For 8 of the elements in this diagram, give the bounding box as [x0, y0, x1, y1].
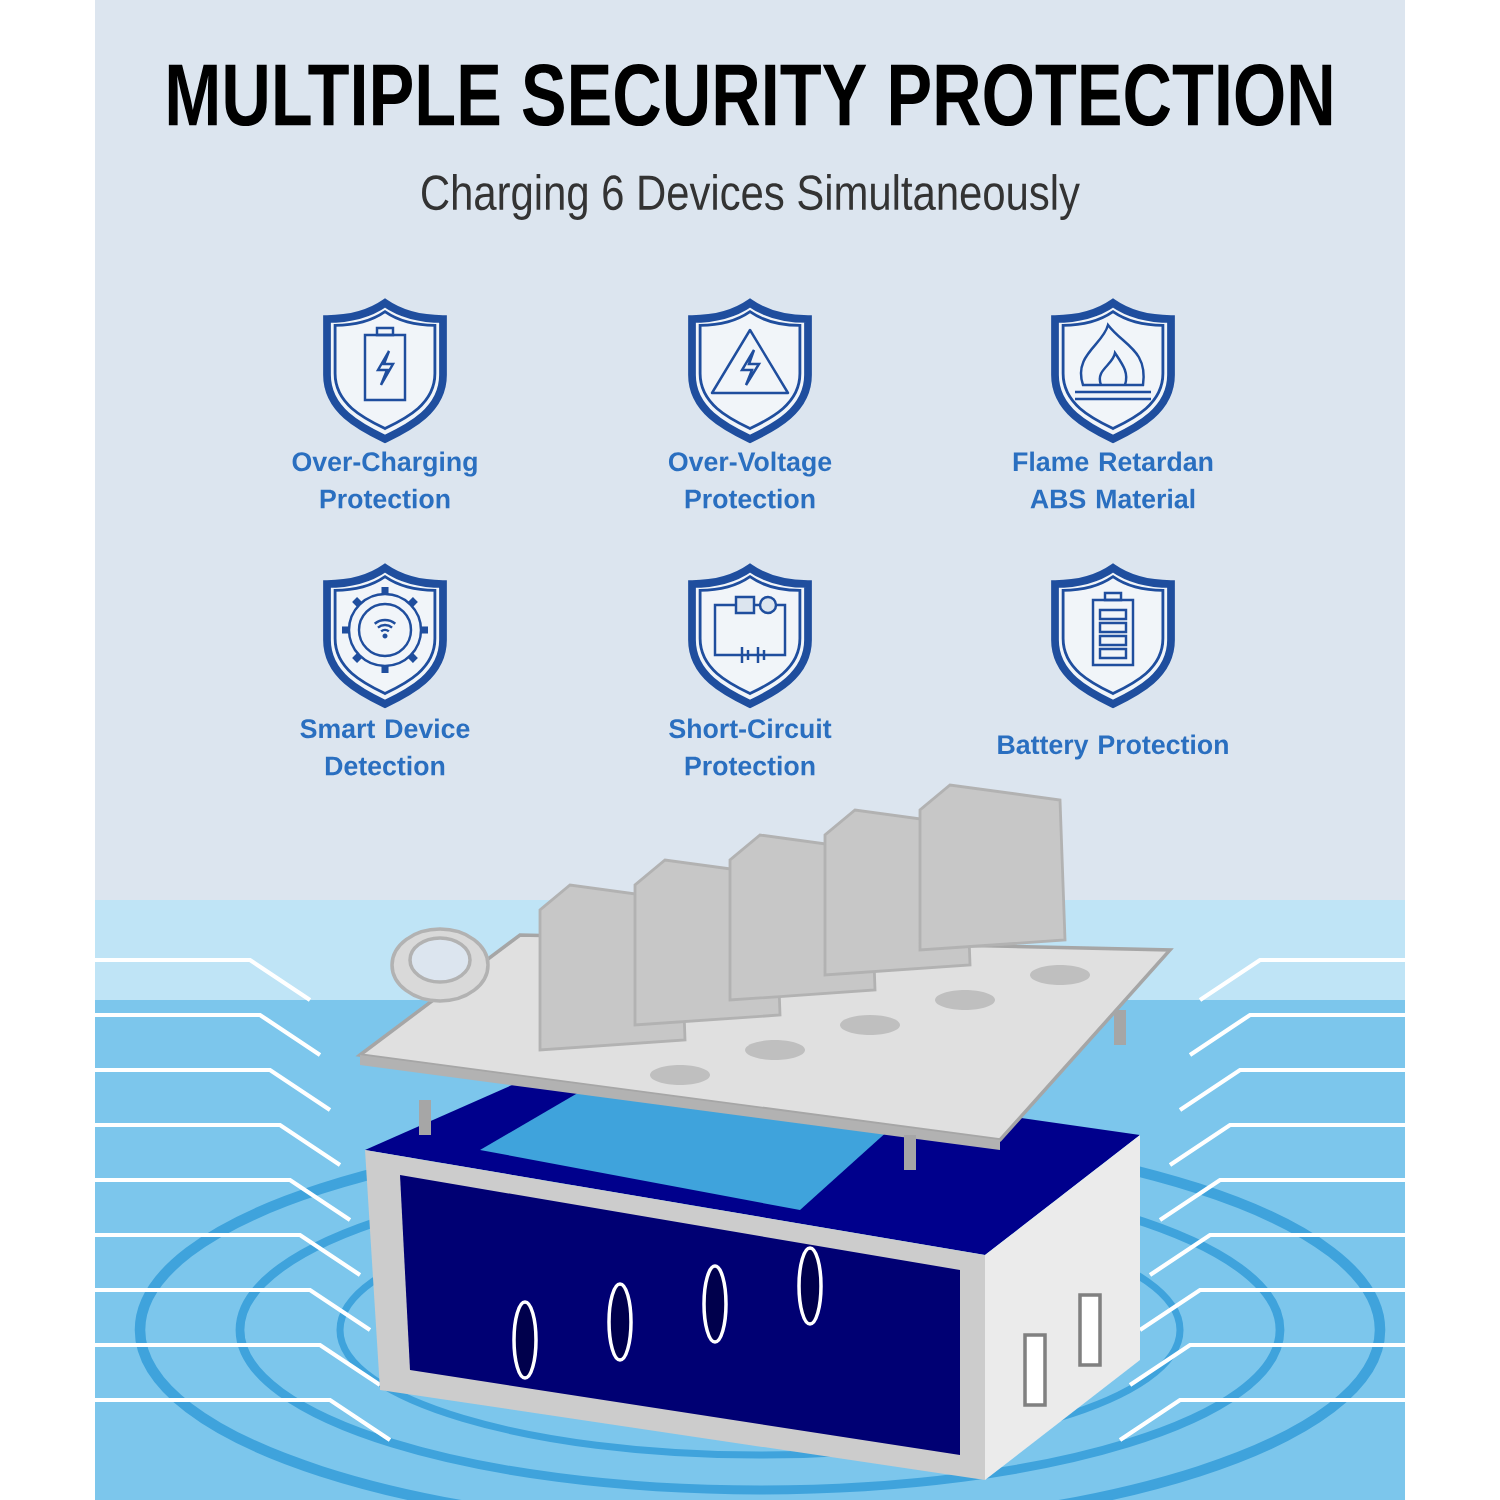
feature-label: Over-Voltage Protection — [668, 451, 832, 509]
feature-label: Battery Protection — [998, 734, 1228, 760]
subtitle: Charging 6 Devices Simultaneously — [422, 174, 1080, 220]
title: MULTIPLE SECURITY PROTECTION — [168, 63, 1332, 127]
feature-label: Flame Retardan ABS Material — [1013, 451, 1213, 509]
feature-label: Over-Charging Protection — [292, 451, 477, 509]
feature-label: Smart Device Detection — [300, 718, 470, 776]
feature-label: Short-Circuit Protection — [669, 718, 832, 776]
